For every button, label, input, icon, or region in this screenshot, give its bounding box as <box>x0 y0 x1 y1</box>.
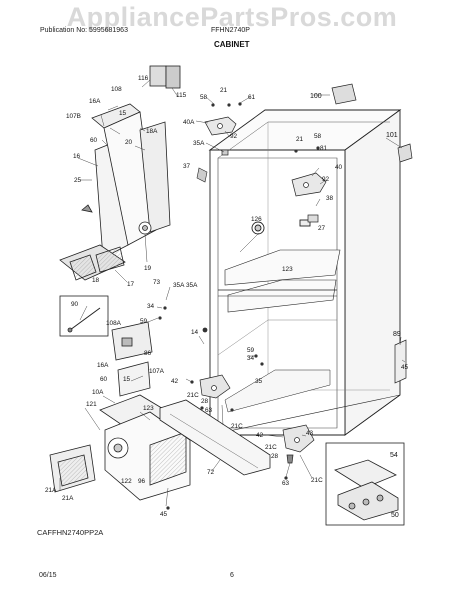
trim-strip <box>159 399 271 476</box>
callout-label: 21C <box>187 392 199 399</box>
figure-code: CAFFHN2740PP2A <box>37 528 104 537</box>
callout-label: 38 <box>326 195 334 202</box>
callout-label: 107A <box>149 368 165 375</box>
callout-label: 92 <box>322 176 330 183</box>
callout-label: 16A <box>89 98 101 105</box>
callout-label: 90 <box>71 301 79 308</box>
model-number: FFHN2740P <box>211 27 250 34</box>
callout-label: 35A <box>193 140 205 147</box>
callout-label: 19 <box>144 265 152 272</box>
callout-label: 58 <box>314 133 322 140</box>
callout-label: 42 <box>256 432 264 439</box>
callout-label: 14 <box>191 329 199 336</box>
callout-label: 54 <box>390 452 398 459</box>
callout-label: 15 <box>123 376 131 383</box>
callout-label: 18A <box>146 128 158 135</box>
callout-label: 35 <box>255 378 263 385</box>
callout-label: 43 <box>306 430 314 437</box>
callout-label: 59 <box>140 318 148 325</box>
callout-label: 100 <box>310 93 322 100</box>
callout-label: 17 <box>127 281 135 288</box>
callout-label: 16 <box>73 153 81 160</box>
callout-label: 122 <box>121 478 132 485</box>
callout-label: 45 <box>401 364 409 371</box>
callout-labels: 116 115 108 16A 107B 15 18A 20 60 16 25 … <box>45 75 409 519</box>
callout-label: 86 <box>144 350 152 357</box>
section-title: CABINET <box>214 40 250 49</box>
callout-label: 121 <box>86 401 97 408</box>
callout-label: 21 <box>296 136 304 143</box>
callout-label: 45 <box>160 511 168 518</box>
callout-label: 96 <box>138 478 146 485</box>
callout-label: 42 <box>171 378 179 385</box>
ice-chute-assembly <box>59 65 181 281</box>
callout-label: 21C <box>265 444 277 451</box>
callout-label: 18 <box>92 277 100 284</box>
callout-label: 10A <box>92 389 104 396</box>
footer-date: 06/15 <box>39 572 57 579</box>
callout-label: 60 <box>90 137 98 144</box>
callout-label: 73 <box>153 279 161 286</box>
watermark: AppliancePartsPros.com <box>66 2 398 32</box>
callout-label: 59 <box>247 347 255 354</box>
callout-label: 40A <box>183 119 195 126</box>
callout-label: 28 <box>271 453 279 460</box>
callout-label: 16A <box>97 362 109 369</box>
callout-label: 21A <box>45 487 57 494</box>
callout-label: 108A <box>106 320 122 327</box>
callout-label: 60 <box>100 376 108 383</box>
callout-label: 63 <box>282 480 290 487</box>
callout-label: 34 <box>147 303 155 310</box>
bottom-hinge-right <box>282 424 315 464</box>
callout-label: 58 <box>200 94 208 101</box>
part-37 <box>196 167 208 183</box>
side-bracket <box>394 339 407 384</box>
callout-label: 40 <box>335 164 343 171</box>
leader-lines <box>59 79 406 507</box>
callout-label: 61 <box>248 94 256 101</box>
callout-label: 101 <box>386 132 398 139</box>
callout-label: 21 <box>220 87 228 94</box>
bottom-hinge-left <box>199 374 231 399</box>
callout-label: 92 <box>230 133 238 140</box>
cabinet-body <box>208 109 402 436</box>
fasteners <box>158 102 320 510</box>
callout-label: 107B <box>66 113 81 120</box>
callout-label: 15 <box>119 110 127 117</box>
icemaker-inset <box>325 442 405 526</box>
callout-label: 21C <box>311 477 323 484</box>
publication-number: Publication No: 5995681963 <box>40 27 128 34</box>
callout-label: 27 <box>318 225 326 232</box>
top-cover-100 <box>331 83 357 105</box>
callout-label: 35A <box>186 282 198 289</box>
callout-label: 20 <box>125 139 133 146</box>
callout-label: 123 <box>282 266 293 273</box>
callout-label: 63 <box>205 407 213 414</box>
callout-label: 123 <box>143 405 154 412</box>
callout-label: 28 <box>201 398 209 405</box>
top-hinge-left <box>204 116 237 156</box>
callout-label: 21C <box>231 423 243 430</box>
callout-label: 89 <box>393 331 401 338</box>
footer-page-number: 6 <box>230 572 234 579</box>
callout-label: 72 <box>207 469 215 476</box>
callout-label: 81 <box>320 145 328 152</box>
callout-label: 25 <box>74 177 82 184</box>
callout-label: 50 <box>391 512 399 519</box>
control-box <box>111 321 153 397</box>
callout-label: 21A <box>62 495 74 502</box>
top-hinge-right <box>291 172 327 223</box>
callout-label: 126 <box>251 216 262 223</box>
callout-label: 116 <box>138 75 149 82</box>
callout-label: 108 <box>111 86 122 93</box>
dispenser-front <box>49 394 191 501</box>
callout-label: 115 <box>176 92 187 99</box>
callout-label: 34 <box>247 355 255 362</box>
thermistor-inset <box>59 295 109 337</box>
callout-label: 37 <box>183 163 191 170</box>
callout-label: 35A <box>173 282 185 289</box>
hinge-cover-101 <box>397 143 413 163</box>
